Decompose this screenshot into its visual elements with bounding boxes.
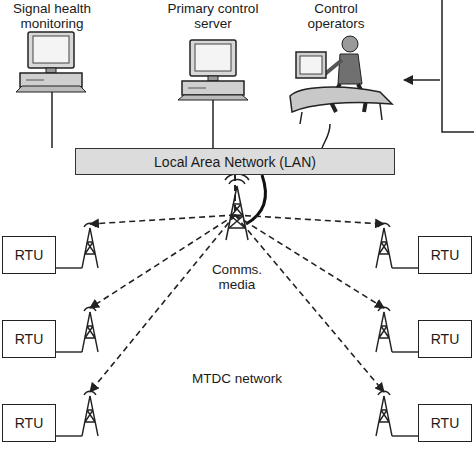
rtu-node: RTU (0, 308, 104, 360)
lan-wires (52, 92, 330, 148)
wire (322, 124, 330, 148)
wire (51, 92, 53, 148)
wire (212, 100, 214, 148)
dashed-arrow (235, 175, 384, 392)
caption-label: Control operators (288, 1, 384, 31)
node-text: RTU (15, 415, 44, 431)
caption-label: Primary control server (163, 1, 263, 31)
node-text: Local Area Network (LAN) (154, 154, 316, 170)
node-text: RTU (15, 247, 44, 263)
dashed-arrow (90, 175, 235, 392)
node-text: RTU (431, 415, 460, 431)
computer-icon (16, 32, 86, 92)
node-text: RTU (15, 331, 44, 347)
rtu-box: RTU (418, 236, 472, 274)
rtu-node: RTU (370, 308, 474, 360)
rtu-node: RTU (0, 392, 104, 444)
rtu-node: RTU (370, 224, 474, 276)
arrow (404, 79, 440, 81)
rtu-box: RTU (418, 320, 472, 358)
rtu-node: RTU (0, 224, 104, 276)
node-text: RTU (431, 331, 460, 347)
caption-label: Signal health monitoring (0, 1, 104, 31)
caption-label: MTDC network (160, 371, 314, 386)
rtu-box: RTU (2, 320, 56, 358)
lan-band: Local Area Network (LAN) (75, 148, 395, 175)
rtu-box: RTU (2, 236, 56, 274)
computer-icon (178, 40, 248, 100)
node-text: RTU (431, 247, 460, 263)
operator-icon (290, 36, 392, 124)
dashed-arrow (235, 175, 384, 224)
rtu-box: RTU (418, 404, 472, 442)
central-tower (225, 174, 249, 240)
dashed-arrow (90, 175, 235, 224)
external-box (442, 0, 474, 132)
caption-label: Comms. media (192, 262, 282, 292)
rtu-box: RTU (2, 404, 56, 442)
rtu-node: RTU (370, 392, 474, 444)
